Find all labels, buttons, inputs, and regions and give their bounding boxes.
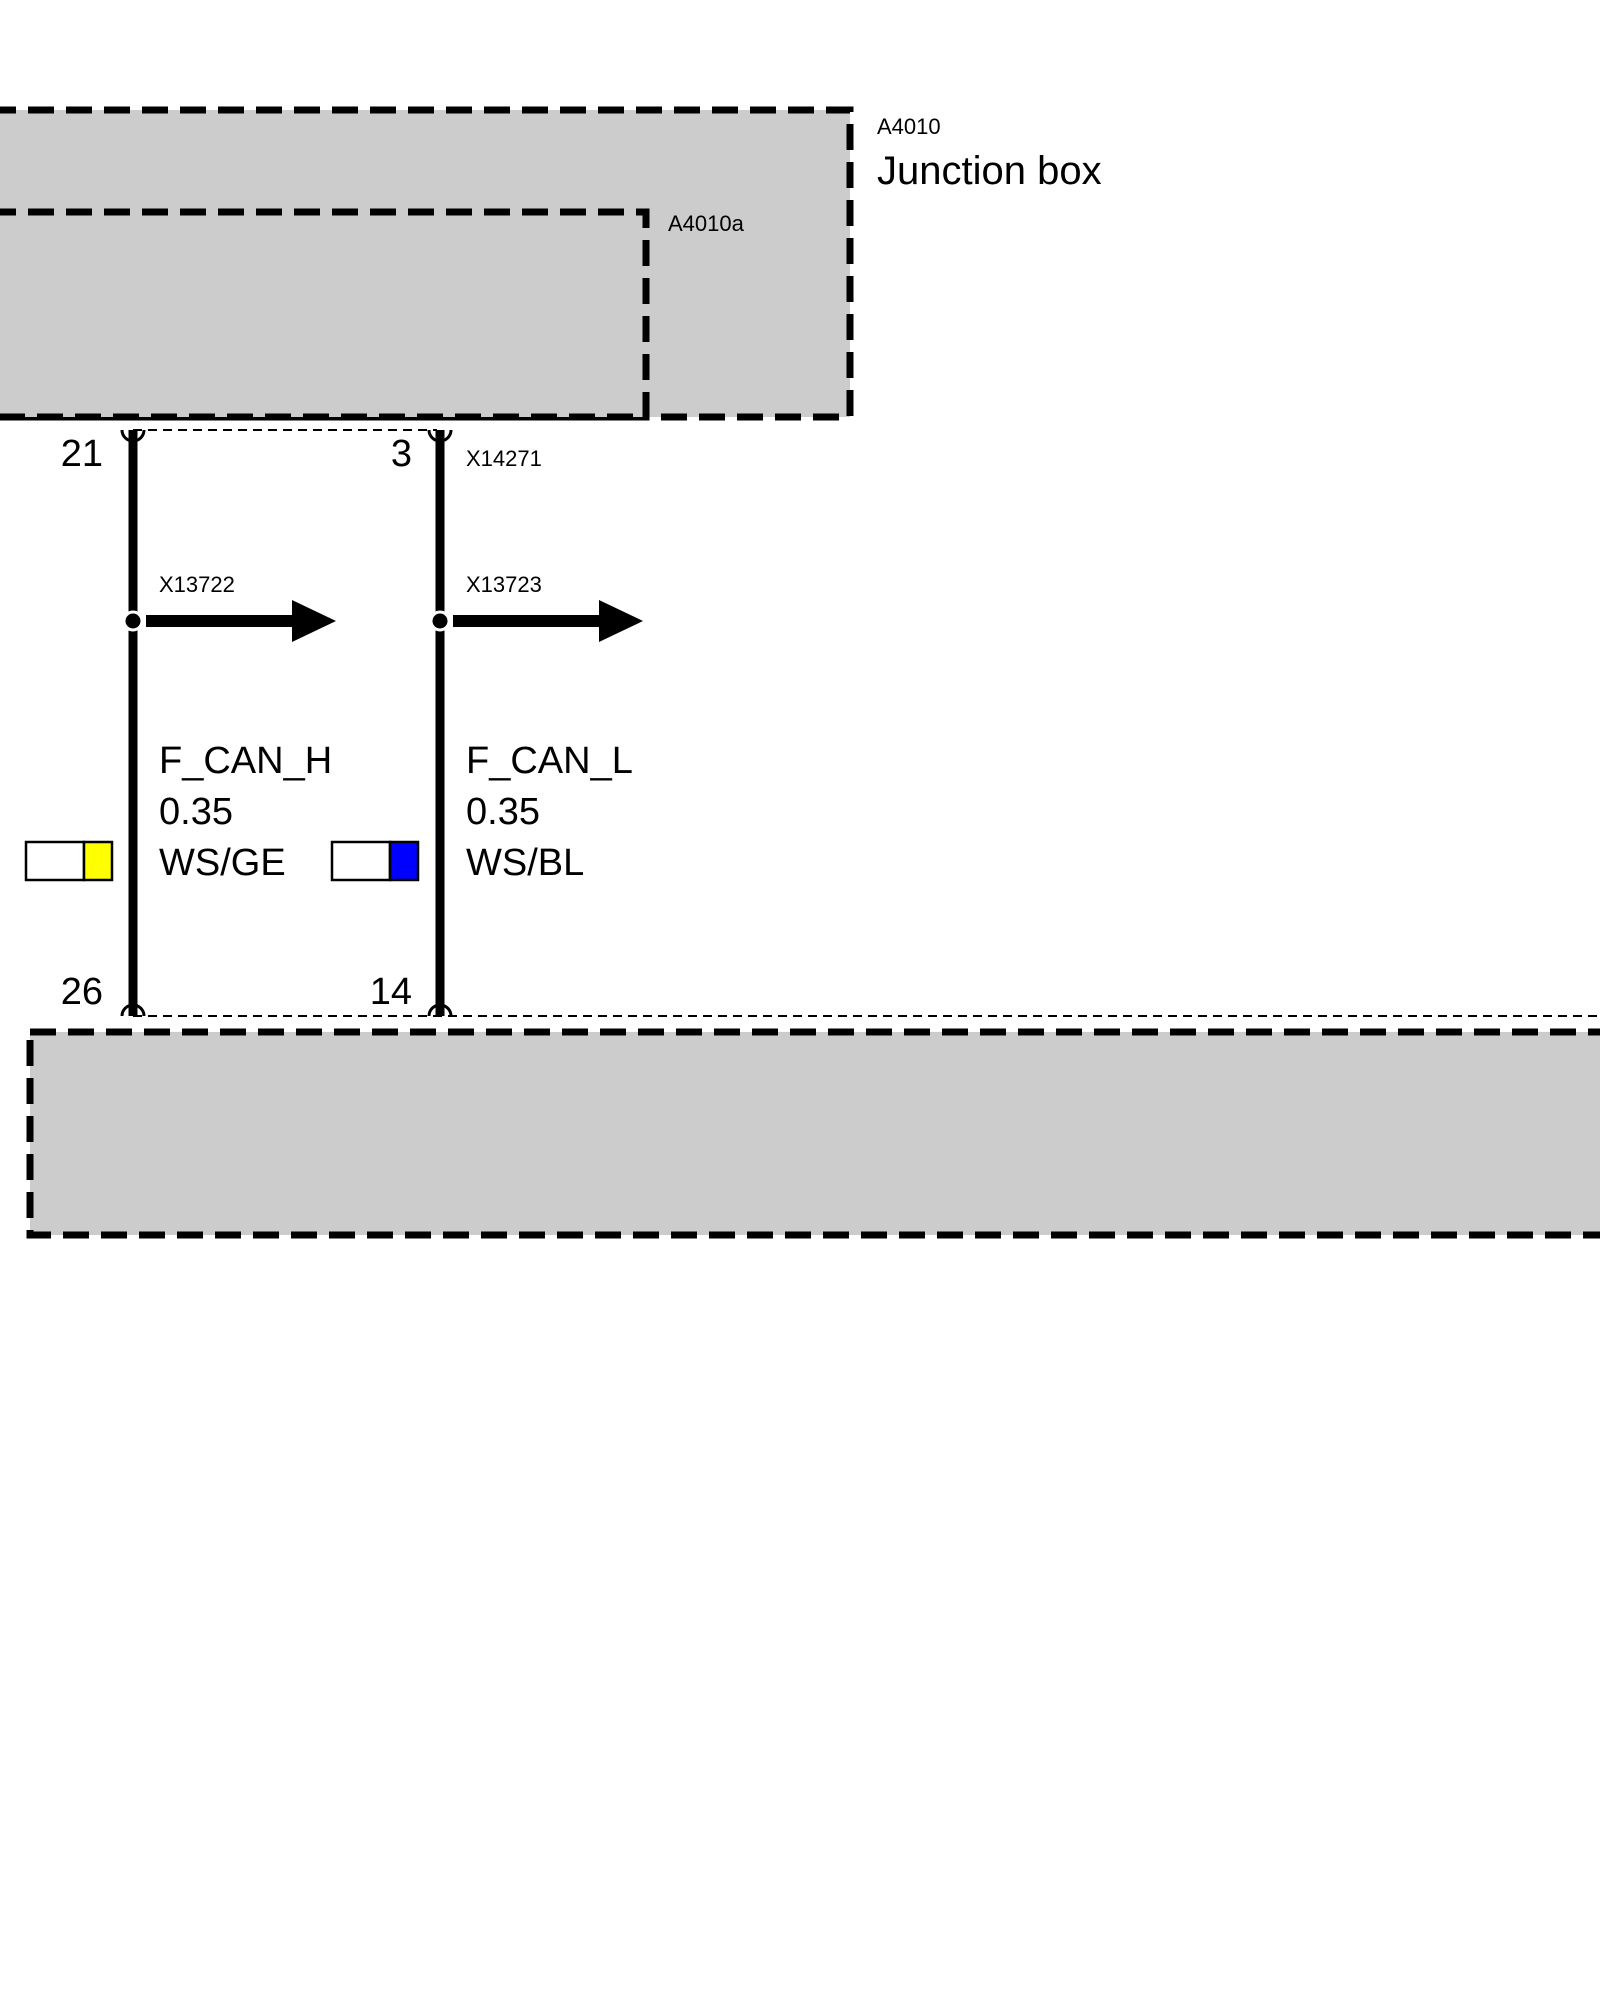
pin-socket-bottom [120, 1003, 146, 1017]
sub-unit-id: A4010a [668, 211, 745, 236]
wire-signal: F_CAN_L [466, 740, 633, 782]
sub-unit-housing [0, 208, 650, 421]
top-connector-id: X14271 [466, 446, 542, 471]
splice-arrow-head [292, 600, 336, 642]
wire-size: 0.35 [466, 791, 540, 833]
wire-color-swatch [330, 840, 420, 882]
wire-color-swatch [24, 840, 114, 882]
splice-connector-id: X13722 [159, 572, 235, 597]
splice-connector-id: X13723 [466, 572, 542, 597]
pin-socket-bottom [427, 1003, 453, 1017]
wire-f-can-h: 21 26 X13722 F_CAN_H 0.35 WS/GE [24, 429, 336, 1017]
pin-socket-top [120, 429, 146, 443]
wire-signal: F_CAN_H [159, 740, 332, 782]
junction-box-id: A4010 [877, 114, 941, 139]
splice-arrow-head [599, 600, 643, 642]
bottom-component-housing [26, 1028, 1600, 1239]
pin-top-label: 21 [61, 433, 103, 475]
pin-bottom-label: 26 [61, 971, 103, 1013]
pin-bottom-label: 14 [370, 971, 412, 1013]
pin-top-label: 3 [391, 433, 412, 475]
pin-socket-top [427, 429, 453, 443]
junction-box-name: Junction box [877, 149, 1102, 193]
wire-size: 0.35 [159, 791, 233, 833]
wire-color-code: WS/BL [466, 842, 584, 884]
splice-dot [429, 610, 451, 632]
wire-color-code: WS/GE [159, 842, 286, 884]
splice-dot [122, 610, 144, 632]
wire-f-can-l: 3 14 X13723 F_CAN_L 0.35 WS/BL [330, 429, 643, 1017]
